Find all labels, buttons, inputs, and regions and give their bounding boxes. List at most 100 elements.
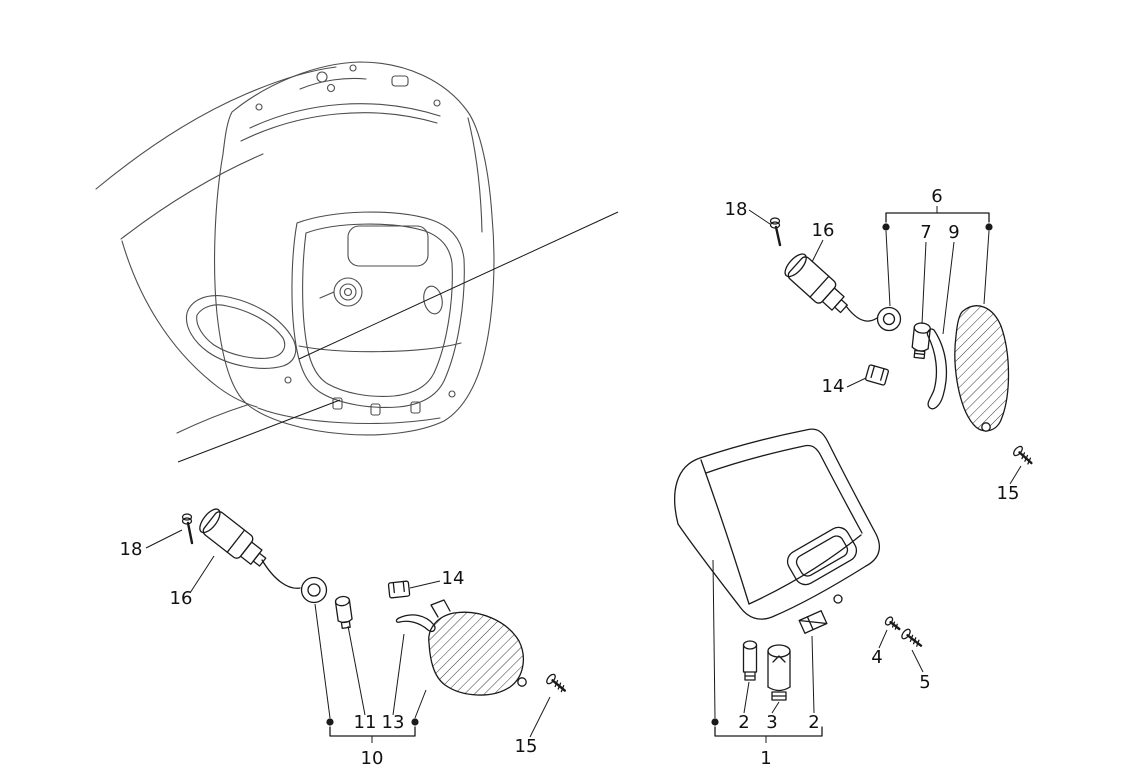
bulb-holder-part bbox=[199, 508, 267, 567]
leader-line bbox=[743, 681, 750, 714]
body-hole bbox=[433, 99, 441, 107]
leader-line bbox=[748, 209, 771, 225]
callout-2b: 2 bbox=[808, 712, 819, 733]
bulb-part bbox=[334, 595, 353, 630]
body-outline bbox=[214, 61, 495, 436]
gasket-part bbox=[395, 614, 436, 633]
callout-18: 18 bbox=[120, 539, 143, 560]
wiring-grommet-center bbox=[343, 287, 353, 297]
panel-tab bbox=[370, 403, 381, 416]
screw-part bbox=[546, 673, 566, 693]
reference-line-right bbox=[298, 211, 619, 360]
leader-line bbox=[189, 555, 215, 594]
callout-16: 16 bbox=[170, 588, 193, 609]
panel-tab bbox=[332, 397, 343, 410]
lens-tab bbox=[430, 599, 451, 618]
leader-line bbox=[878, 629, 888, 649]
callout-5: 5 bbox=[919, 672, 930, 693]
wiring-grommet-inner bbox=[339, 283, 357, 301]
seat-latch bbox=[391, 75, 409, 87]
tail-panel-opening bbox=[347, 225, 429, 267]
leader-line bbox=[414, 689, 427, 719]
wire bbox=[261, 559, 301, 589]
hinge-pin-small bbox=[326, 83, 336, 93]
callout-11: 11 bbox=[354, 712, 377, 733]
lens-screw-hole bbox=[517, 677, 527, 687]
body-right-inner bbox=[467, 117, 483, 233]
callout-15: 15 bbox=[515, 736, 538, 757]
callout-9: 9 bbox=[948, 222, 959, 243]
leader-line bbox=[942, 241, 955, 335]
bracket-dot bbox=[882, 223, 890, 231]
leader-line bbox=[911, 649, 924, 673]
bulb-part bbox=[767, 644, 791, 701]
leader-line bbox=[314, 603, 331, 719]
group-bracket bbox=[885, 212, 990, 223]
leader-line bbox=[392, 633, 405, 716]
leader-line bbox=[983, 230, 990, 305]
wire bbox=[845, 305, 878, 322]
screw-part bbox=[884, 616, 901, 631]
lens-part bbox=[428, 611, 525, 696]
bulb-part bbox=[911, 322, 931, 360]
body-left-sweep-2 bbox=[120, 153, 264, 240]
gasket-part bbox=[926, 328, 948, 410]
tail-lamp-group: 4 5 2 3 2 1 bbox=[674, 428, 931, 768]
reference-line-left bbox=[177, 399, 341, 463]
callout-14: 14 bbox=[442, 568, 465, 589]
body-left-sweep bbox=[95, 66, 337, 190]
bracket-dot bbox=[326, 718, 334, 726]
bracket-dot bbox=[711, 718, 719, 726]
body-lower-left bbox=[121, 240, 258, 408]
screw-part bbox=[901, 628, 923, 647]
callout-10: 10 bbox=[361, 748, 384, 768]
grab-rail-opening-inner bbox=[196, 304, 286, 359]
bracket-dot bbox=[411, 718, 419, 726]
left-turn-signal-group: 18 16 14 bbox=[120, 508, 566, 768]
grab-rail-opening-outer bbox=[185, 295, 297, 369]
seat-edge-line-2 bbox=[249, 103, 441, 129]
bulb-socket-wedge bbox=[798, 610, 828, 634]
bulb-holder-part bbox=[784, 253, 848, 314]
panel-hole bbox=[284, 376, 292, 384]
leader-line bbox=[811, 239, 824, 263]
screw-part bbox=[181, 513, 194, 545]
leader-line bbox=[885, 230, 891, 307]
callout-14: 14 bbox=[822, 376, 845, 397]
body-hole bbox=[255, 103, 263, 111]
wiring-grommet bbox=[333, 277, 363, 307]
screw-part bbox=[1013, 445, 1033, 465]
group-bracket bbox=[714, 726, 823, 737]
callout-18: 18 bbox=[725, 199, 748, 220]
body-bottom-inner bbox=[257, 407, 441, 424]
leader-line bbox=[811, 635, 815, 714]
seat-edge-line bbox=[240, 112, 438, 142]
panel-tab bbox=[410, 401, 421, 414]
callout-15: 15 bbox=[997, 483, 1020, 504]
lens-part bbox=[954, 305, 1010, 432]
leader-line bbox=[771, 701, 780, 714]
bracket-dot bbox=[985, 223, 993, 231]
right-turn-signal-group: 18 16 6 7 bbox=[725, 186, 1033, 504]
callout-1: 1 bbox=[760, 748, 771, 768]
clip-nut-part bbox=[865, 364, 889, 386]
leader-line bbox=[529, 696, 551, 738]
panel-seam bbox=[298, 342, 462, 353]
leader-line bbox=[712, 559, 716, 719]
body-hole bbox=[349, 64, 357, 72]
leader-line bbox=[347, 625, 366, 716]
leader-line bbox=[846, 377, 867, 388]
leader-line bbox=[409, 580, 441, 589]
callout-13: 13 bbox=[382, 712, 405, 733]
tail-lamp-housing bbox=[674, 428, 880, 634]
scooter-body-illustration bbox=[95, 61, 619, 463]
callout-3: 3 bbox=[766, 712, 777, 733]
grommet-stub bbox=[319, 291, 335, 299]
body-lower-edge bbox=[176, 404, 248, 434]
callout-4: 4 bbox=[871, 647, 882, 668]
screw-part bbox=[769, 217, 782, 247]
panel-hole bbox=[448, 390, 456, 398]
leader-line bbox=[921, 241, 927, 325]
